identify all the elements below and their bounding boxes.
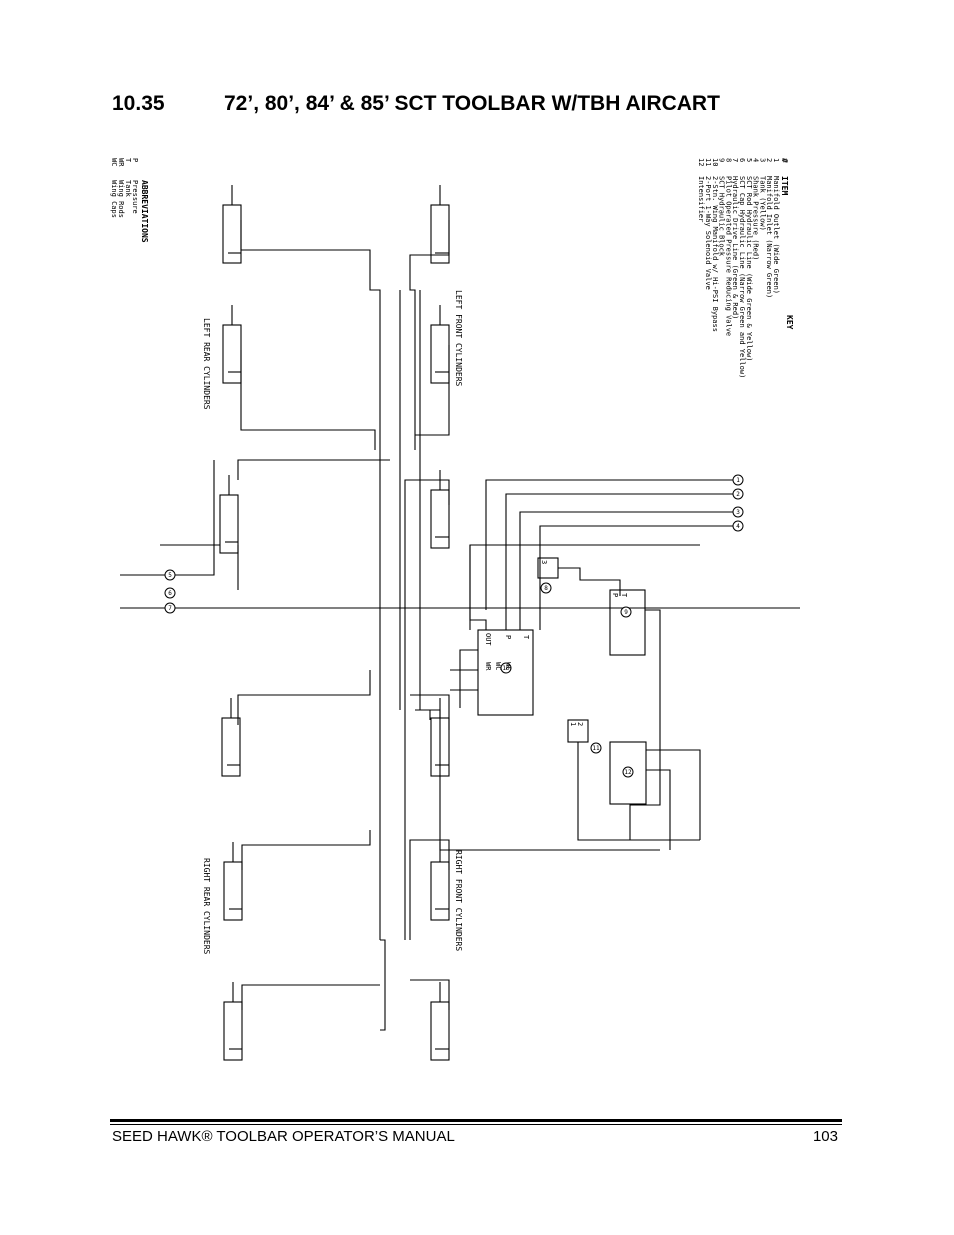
abbr-meaning-t: Tank — [124, 180, 132, 198]
section-title: 72’, 80’, 84’ & 85’ SCT TOOLBAR W/TBH AI… — [224, 92, 720, 115]
port-t: T — [522, 635, 530, 640]
solenoid-port-1: 1 — [569, 722, 577, 726]
label-left-front-cylinders: LEFT FRONT CYLINDERS — [454, 290, 463, 387]
abbr-meaning-p: Pressure — [131, 180, 139, 214]
key-item-label: Pilot Operated Pressure Reducing Valve — [724, 176, 732, 336]
callout-5: 5 — [168, 572, 172, 579]
intensifier-port-t: T — [620, 593, 628, 598]
key-item-number: 3 — [758, 158, 766, 162]
key-item-number: 10 — [711, 158, 719, 166]
callout-6: 6 — [168, 590, 172, 597]
abbr-code-t: T — [124, 158, 132, 163]
callout-12: 12 — [624, 769, 632, 776]
footer-manual-title: SEED HAWK® TOOLBAR OPERATOR’S MANUAL — [112, 1128, 455, 1145]
key-item-label: SCT Cap Hydraulic Line (Narrow Green and… — [738, 176, 746, 378]
callout-3: 3 — [736, 509, 740, 516]
key-item-label: Manifold Outlet (Wide Green) — [772, 176, 780, 294]
key-item-label: Manifold Inlet (Narrow Green) — [765, 176, 773, 298]
key-item-label: SCT Rod Hydraulic Line (Wide Green & Yel… — [745, 176, 753, 361]
key-item-label: Shank Pressure (Red) — [752, 176, 760, 260]
cylinder — [430, 1001, 450, 1061]
hydraulic-schematic: 1 2 3 4 5 6 7 8 9 10 11 12 P T OUT WR WC… — [100, 150, 860, 1110]
key-item-label: SCT Hydraulic Block — [718, 176, 726, 257]
key-col-item: ITEM — [780, 176, 789, 195]
key-item-label: Intensifier — [697, 176, 705, 222]
abbr-code-wr: WR — [117, 158, 125, 167]
intensifier-port-p: P — [611, 593, 619, 597]
cylinder — [222, 204, 242, 264]
key-item-label: Tank (Yellow) — [758, 176, 766, 231]
key-col-number: # — [780, 158, 789, 163]
port-wc-2: WC — [504, 662, 512, 670]
cylinder — [223, 861, 243, 921]
port-p: P — [504, 635, 512, 639]
port-wr: WR — [484, 662, 492, 671]
callout-2: 2 — [736, 491, 740, 498]
cylinder — [222, 324, 242, 384]
key-item-label: Hydraulic Drive Line (Green & Red) — [731, 176, 739, 319]
cylinder — [430, 324, 450, 384]
callout-4: 4 — [736, 523, 740, 530]
footer-rule-thin — [110, 1124, 842, 1125]
key-item-label: 2-Port 1-Way Solenoid Valve — [704, 176, 712, 290]
wing-manifold — [609, 741, 647, 805]
callout-8: 8 — [544, 585, 548, 592]
cylinder — [430, 204, 450, 264]
key-item-number: 6 — [738, 158, 746, 162]
intensifier — [609, 589, 646, 656]
key-item-number: 7 — [731, 158, 739, 162]
key-title: KEY — [785, 315, 794, 330]
cylinder — [221, 717, 241, 777]
abbr-meaning-wr: Wing Rods — [117, 180, 125, 218]
schematic-svg: 1 2 3 4 5 6 7 8 9 10 11 12 P T OUT WR WC… — [110, 158, 800, 1061]
abbreviations-title: ABBREVIATIONS — [140, 180, 149, 243]
abbr-meaning-wc: Wing Caps — [110, 180, 118, 218]
callout-11: 11 — [592, 745, 600, 752]
key-item-number: 2 — [765, 158, 773, 162]
cylinder — [430, 489, 450, 549]
key-item-number: 1 — [772, 158, 780, 162]
label-right-rear-cylinders: RIGHT REAR CYLINDERS — [202, 858, 211, 955]
callout-9: 9 — [624, 609, 628, 616]
cylinder — [430, 861, 450, 921]
key-item-number: 5 — [745, 158, 753, 162]
port-wc-1: WC — [494, 662, 502, 670]
label-left-rear-cylinders: LEFT REAR CYLINDERS — [202, 318, 211, 410]
abbr-code-wc: WC — [110, 158, 118, 166]
cylinder — [219, 494, 239, 554]
port-out: OUT — [484, 633, 492, 646]
valve-port-3: 3 — [540, 560, 548, 564]
key-item-number: 12 — [697, 158, 705, 166]
label-right-front-cylinders: RIGHT FRONT CYLINDERS — [454, 850, 463, 951]
key-item-number: 4 — [752, 158, 760, 162]
section-heading: 10.35 72’, 80’, 84’ & 85’ SCT TOOLBAR W/… — [112, 90, 852, 122]
key-item-label: 2-Stn. Wing Manifold w/ Hi-PSI Bypass — [711, 176, 719, 332]
key-item-number: 9 — [718, 158, 726, 162]
key-item-number: 8 — [724, 158, 732, 162]
callout-10: 10 — [502, 665, 510, 672]
abbr-code-p: P — [131, 158, 139, 162]
footer-page-number: 103 — [812, 1128, 838, 1145]
footer-rule-thick — [110, 1119, 842, 1122]
solenoid-port-2: 2 — [576, 722, 584, 726]
callout-1: 1 — [736, 477, 740, 484]
callout-7: 7 — [168, 605, 172, 612]
cylinder — [223, 1001, 243, 1061]
section-number: 10.35 — [112, 92, 165, 115]
key-item-number: 11 — [704, 158, 712, 166]
